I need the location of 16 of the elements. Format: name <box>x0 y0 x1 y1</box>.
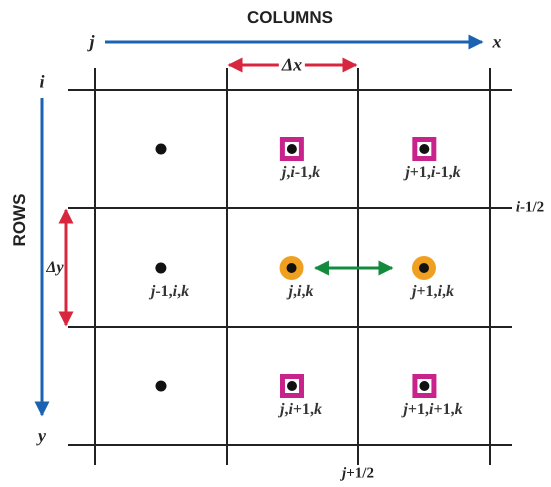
axis-variable-label: j <box>90 32 94 52</box>
point-index-label: j,i-1,k <box>278 164 320 182</box>
axis-title: COLUMNS <box>247 8 333 28</box>
axis-title: ROWS <box>10 194 30 246</box>
point-index-label: j,i,k <box>286 283 314 301</box>
grid-line-label: j+1/2 <box>342 466 374 482</box>
grid-line-label: i-1/2 <box>516 200 544 216</box>
point-index-label: j+1,i-1,k <box>402 164 461 182</box>
point-index-label: j+1,i+1,k <box>400 401 463 419</box>
axis-variable-label: x <box>492 32 502 52</box>
point-index-label: j+1,i,k <box>409 283 454 301</box>
double-arrow <box>314 260 394 276</box>
axis-variable-label: y <box>38 426 46 446</box>
point-index-label: j-1,i,k <box>148 283 190 301</box>
axis-variable-label: i <box>40 72 44 92</box>
point-index-label: j,i+1,k <box>277 401 322 419</box>
